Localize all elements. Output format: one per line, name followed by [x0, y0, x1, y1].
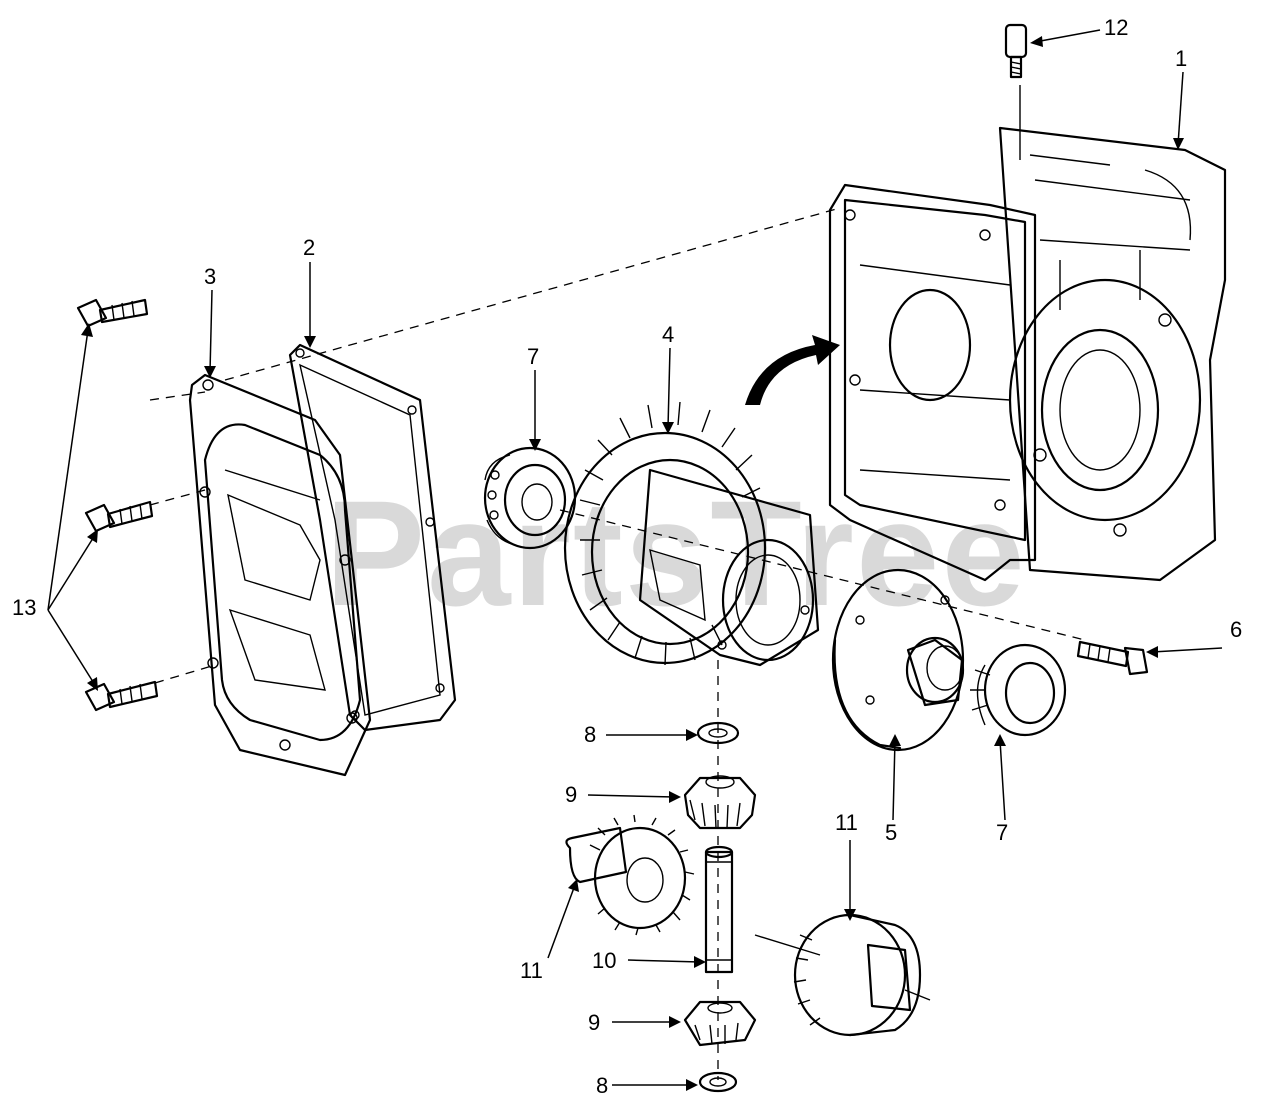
- curved-arrow-icon: [745, 335, 840, 405]
- callout-3: 3: [204, 264, 216, 289]
- callout-9-bottom: 9: [588, 1010, 600, 1035]
- thrust-washer-bottom: [698, 1071, 738, 1093]
- callout-7-left: 7: [527, 344, 539, 369]
- callout-8-bottom: 8: [596, 1073, 608, 1098]
- callout-10: 10: [592, 948, 616, 973]
- callout-labels: 12 1 2 3 7 4 6 5 7 8 9 11 11 10 9 8 13: [12, 15, 1242, 1098]
- callout-11-left: 11: [520, 958, 543, 983]
- thrust-washer-top: [696, 721, 740, 745]
- callout-2: 2: [303, 235, 315, 260]
- callout-5: 5: [885, 820, 897, 845]
- side-gear-right: [793, 913, 922, 1037]
- transaxle-housing: [828, 126, 1227, 582]
- bearing-right: [970, 643, 1067, 737]
- callout-4: 4: [662, 322, 674, 347]
- watermark: PartsTree: [325, 469, 1027, 637]
- cap-screw-top: [76, 298, 149, 328]
- callout-7-right: 7: [996, 820, 1008, 845]
- callout-6: 6: [1230, 617, 1242, 642]
- callout-11-right: 11: [835, 810, 858, 835]
- side-cover: [188, 373, 372, 777]
- callout-1: 1: [1175, 46, 1187, 71]
- cap-screw-bottom: [84, 680, 159, 712]
- pinion-gear-top: [683, 775, 757, 830]
- pinion-shaft: [704, 845, 734, 974]
- alignment-lines: [149, 85, 1086, 1080]
- pinion-gear-bottom: [683, 1000, 757, 1047]
- callout-9-top: 9: [565, 782, 577, 807]
- side-gear-left: [565, 814, 695, 936]
- differential-cover: [831, 568, 965, 752]
- ring-gear-differential: [563, 401, 820, 667]
- cap-screw-right: [1076, 640, 1149, 676]
- cap-screw-middle: [84, 500, 154, 533]
- callout-13: 13: [12, 595, 36, 620]
- callout-8-top: 8: [584, 722, 596, 747]
- cap-screws: [76, 298, 159, 712]
- gasket: [288, 343, 457, 732]
- vent-plug: [1004, 23, 1028, 79]
- callout-12: 12: [1104, 15, 1128, 40]
- leader-lines: [47, 29, 1223, 1091]
